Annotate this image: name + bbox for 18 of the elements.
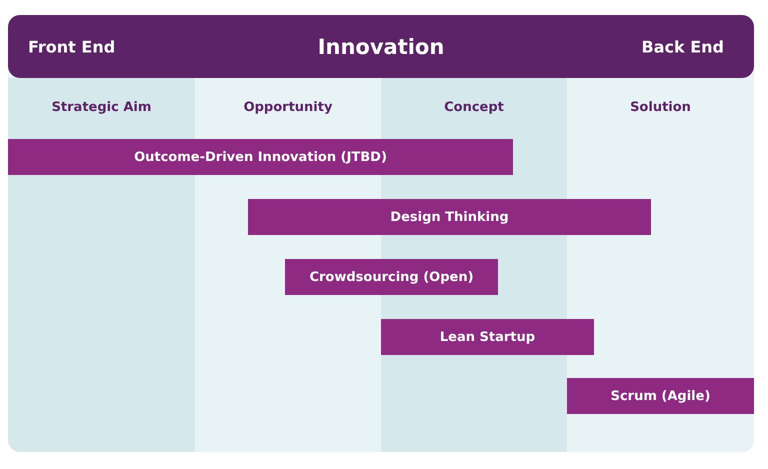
header-band	[8, 15, 754, 78]
header-label: Back End	[642, 37, 724, 56]
method-bar	[248, 199, 651, 235]
phase-label: Solution	[629, 100, 692, 115]
method-label: Design Thinking	[390, 210, 509, 224]
method-label: Scrum (Agile)	[610, 388, 710, 404]
method-label: Crowdsourcing (Open)	[309, 270, 474, 284]
phase-label: Opportunity	[242, 100, 334, 115]
method-bar	[8, 139, 513, 175]
method-bar	[285, 259, 498, 295]
phase-label: Strategic Aim	[50, 100, 152, 115]
header-label: Innovation	[318, 34, 444, 58]
method-label: Lean Startup	[440, 330, 536, 344]
method-bar	[567, 378, 754, 414]
phase-label: Concept	[443, 100, 505, 115]
method-bar	[381, 319, 594, 355]
header-label: Front End	[28, 37, 116, 56]
method-label: Outcome-Driven Innovation (JTBD)	[134, 150, 387, 164]
